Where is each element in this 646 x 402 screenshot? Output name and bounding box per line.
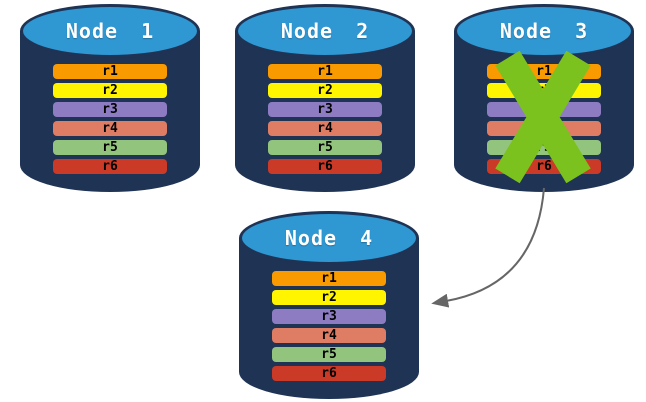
row-bar: r5 bbox=[272, 347, 386, 362]
node-4-rows: r1 r2 r3 r4 r5 r6 bbox=[272, 271, 386, 381]
node-2-cylinder-top: Node 2 bbox=[235, 4, 415, 58]
row-bar: r1 bbox=[53, 64, 167, 79]
row-bar: r5 bbox=[268, 140, 382, 155]
row-bar: r4 bbox=[53, 121, 167, 136]
node-1: r1 r2 r3 r4 r5 r6 Node 1 bbox=[20, 4, 200, 192]
node-2: r1 r2 r3 r4 r5 r6 Node 2 bbox=[235, 4, 415, 192]
row-bar: r3 bbox=[272, 309, 386, 324]
node-1-cylinder-top: Node 1 bbox=[20, 4, 200, 58]
node-3-cylinder-top: Node 3 bbox=[454, 4, 634, 58]
row-bar: r6 bbox=[268, 159, 382, 174]
row-bar: r2 bbox=[53, 83, 167, 98]
node-4-cylinder-top: Node 4 bbox=[239, 211, 419, 265]
failure-x-icon bbox=[495, 50, 591, 184]
node-4-label: Node 4 bbox=[284, 226, 374, 250]
row-bar: r1 bbox=[268, 64, 382, 79]
node-1-label: Node 1 bbox=[65, 19, 155, 43]
node-4: r1 r2 r3 r4 r5 r6 Node 4 bbox=[239, 211, 419, 399]
row-bar: r2 bbox=[272, 290, 386, 305]
node-1-rows: r1 r2 r3 r4 r5 r6 bbox=[53, 64, 167, 174]
row-bar: r1 bbox=[272, 271, 386, 286]
row-bar: r6 bbox=[272, 366, 386, 381]
row-bar: r3 bbox=[53, 102, 167, 117]
row-bar: r4 bbox=[268, 121, 382, 136]
node-3-label: Node 3 bbox=[499, 19, 589, 43]
node-2-rows: r1 r2 r3 r4 r5 r6 bbox=[268, 64, 382, 174]
row-bar: r6 bbox=[53, 159, 167, 174]
row-bar: r5 bbox=[53, 140, 167, 155]
row-bar: r4 bbox=[272, 328, 386, 343]
row-bar: r2 bbox=[268, 83, 382, 98]
node-2-label: Node 2 bbox=[280, 19, 370, 43]
row-bar: r3 bbox=[268, 102, 382, 117]
